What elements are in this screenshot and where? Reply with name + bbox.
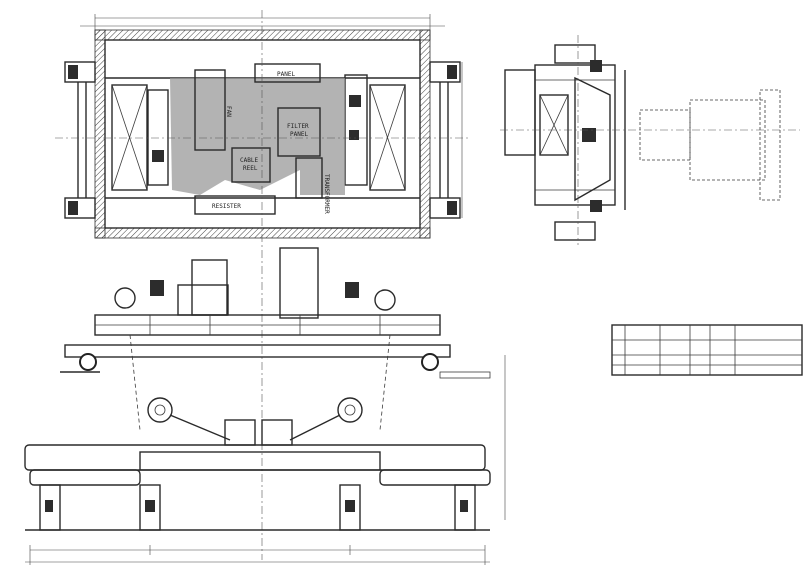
rail-wheel-icon xyxy=(79,353,439,371)
resistor-label: RESISTER xyxy=(212,203,241,210)
cable-reel-label-1: CABLE xyxy=(240,157,258,164)
side-elevation xyxy=(60,247,506,520)
filter-panel-label-2: PANEL xyxy=(290,131,308,138)
plan-view: PANEL FAN FILTER PANEL CABLE REEL TRANSF… xyxy=(55,10,470,560)
end-view xyxy=(500,35,800,245)
transformer-label: TRANSFORMER xyxy=(323,174,330,214)
cable-reel-label-2: REEL xyxy=(243,165,258,172)
filter-panel-label-1: FILTER xyxy=(287,123,309,130)
fan-label: FAN xyxy=(225,106,232,117)
spreader-assembly xyxy=(24,334,491,565)
panel-label: PANEL xyxy=(277,71,295,78)
spec-table xyxy=(611,324,803,376)
